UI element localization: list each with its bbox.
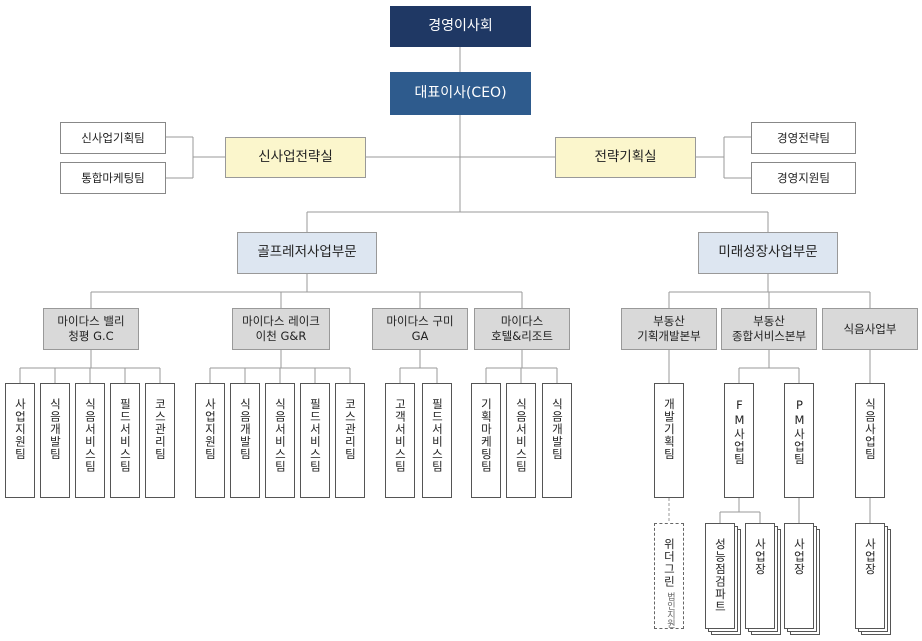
unit-midas-lake: 마이다스 레이크 이천 G&R (232, 308, 330, 350)
team-label: 사업지원팀 (13, 398, 28, 461)
team-box: 고객서비스팀 (385, 383, 415, 498)
team-label: 코스관리팀 (153, 398, 168, 461)
unit-label-line: 식음사업부 (843, 321, 897, 336)
site-label: 사업장 (863, 538, 878, 576)
unit-real-estate-service: 부동산 종합서비스본부 (721, 308, 817, 350)
unit-midas-hotel-resort: 마이다스 호텔&리조트 (474, 308, 570, 350)
subsidiary-note: 법인지원 (664, 592, 675, 628)
team-box: 코스관리팀 (145, 383, 175, 498)
team-box: 식음개발팀 (230, 383, 260, 498)
team-label: 필드서비스팀 (118, 398, 133, 473)
subsidiary-label: 위더그린 (662, 538, 677, 588)
team-box: FM사업팀 (724, 383, 754, 498)
team-box: 식음서비스팀 (75, 383, 105, 498)
unit-label-line: 마이다스 구미 (386, 314, 454, 329)
team-label: 식음서비스팀 (83, 398, 98, 473)
unit-label-line: 이천 G&R (255, 329, 307, 343)
board-node: 경영이사회 (390, 6, 531, 47)
business-site: 사업장 (855, 523, 885, 629)
team-box: 필드서비스팀 (110, 383, 140, 498)
site-label: 사업장 (792, 538, 807, 576)
team-label: 식음개발팀 (48, 398, 63, 461)
team-label: 식음사업팀 (863, 398, 878, 461)
team-box: 식음개발팀 (40, 383, 70, 498)
team-box: 식음서비스팀 (506, 383, 536, 498)
unit-label-line: 기획개발본부 (637, 329, 701, 343)
team-box: 식음서비스팀 (265, 383, 295, 498)
team-label: FM사업팀 (732, 398, 747, 466)
site-label: 사업장 (753, 538, 768, 576)
team-label: 고객서비스팀 (393, 398, 408, 473)
unit-label-line: 마이다스 밸리 (57, 314, 125, 329)
board-label: 경영이사회 (428, 18, 493, 35)
new-business-strategy-office: 신사업전략실 (225, 137, 366, 178)
team-label: 식음개발팀 (238, 398, 253, 461)
office-team-label: 통합마케팅팀 (81, 170, 145, 185)
team-label: 필드서비스팀 (430, 398, 445, 473)
team-label: 필드서비스팀 (308, 398, 323, 473)
subsidiary-widergreen: 위더그린 법인지원 (654, 523, 684, 629)
office-label: 신사업전략실 (258, 148, 333, 165)
team-label: 기획마케팅팀 (479, 398, 494, 473)
unit-label-line: 청평 G.C (68, 329, 114, 343)
office-label: 전략기획실 (594, 148, 657, 165)
team-label: 사업지원팀 (203, 398, 218, 461)
team-box: 식음개발팀 (542, 383, 572, 498)
team-box: PM사업팀 (784, 383, 814, 498)
team-box: 필드서비스팀 (300, 383, 330, 498)
office-team: 통합마케팅팀 (60, 162, 166, 194)
team-label: 개발기획팀 (662, 398, 677, 461)
part-label: 성능점검파트 (713, 538, 728, 613)
team-label: 식음서비스팀 (514, 398, 529, 473)
unit-food-beverage: 식음사업부 (822, 308, 918, 350)
ceo-node: 대표이사(CEO) (390, 72, 531, 115)
part-performance-inspection: 성능점검파트 (705, 523, 735, 629)
team-box: 필드서비스팀 (422, 383, 452, 498)
office-team-label: 신사업기획팀 (81, 130, 145, 145)
unit-midas-gumi: 마이다스 구미 GA (372, 308, 468, 350)
team-label: 코스관리팀 (343, 398, 358, 461)
unit-label-line: 종합서비스본부 (731, 329, 807, 343)
team-box: 코스관리팀 (335, 383, 365, 498)
office-team-label: 경영전략팀 (777, 130, 830, 145)
team-label: 식음개발팀 (550, 398, 565, 461)
unit-midas-valley: 마이다스 밸리 청평 G.C (43, 308, 139, 350)
strategy-planning-office: 전략기획실 (555, 137, 696, 178)
unit-label-line: GA (411, 329, 429, 343)
unit-real-estate-planning: 부동산 기획개발본부 (621, 308, 717, 350)
unit-label-line: 호텔&리조트 (491, 329, 553, 343)
division-label: 골프레저사업부문 (257, 244, 357, 261)
team-box: 기획마케팅팀 (471, 383, 501, 498)
team-box: 사업지원팀 (195, 383, 225, 498)
team-box: 개발기획팀 (654, 383, 684, 498)
office-team: 경영전략팀 (751, 122, 856, 154)
golf-leisure-division: 골프레저사업부문 (237, 232, 377, 274)
ceo-label: 대표이사(CEO) (414, 85, 507, 102)
business-site: 사업장 (784, 523, 814, 629)
unit-label-line: 부동산 (653, 314, 685, 329)
team-box: 사업지원팀 (5, 383, 35, 498)
team-label: PM사업팀 (792, 398, 807, 466)
office-team-label: 경영지원팀 (777, 170, 830, 185)
unit-label-line: 마이다스 (500, 314, 544, 329)
division-label: 미래성장사업부문 (718, 244, 818, 261)
unit-label-line: 마이다스 레이크 (242, 314, 320, 329)
future-growth-division: 미래성장사업부문 (698, 232, 838, 274)
team-box: 식음사업팀 (855, 383, 885, 498)
team-label: 식음서비스팀 (273, 398, 288, 473)
business-site: 사업장 (745, 523, 775, 629)
unit-label-line: 부동산 (753, 314, 785, 329)
office-team: 신사업기획팀 (60, 122, 166, 154)
office-team: 경영지원팀 (751, 162, 856, 194)
